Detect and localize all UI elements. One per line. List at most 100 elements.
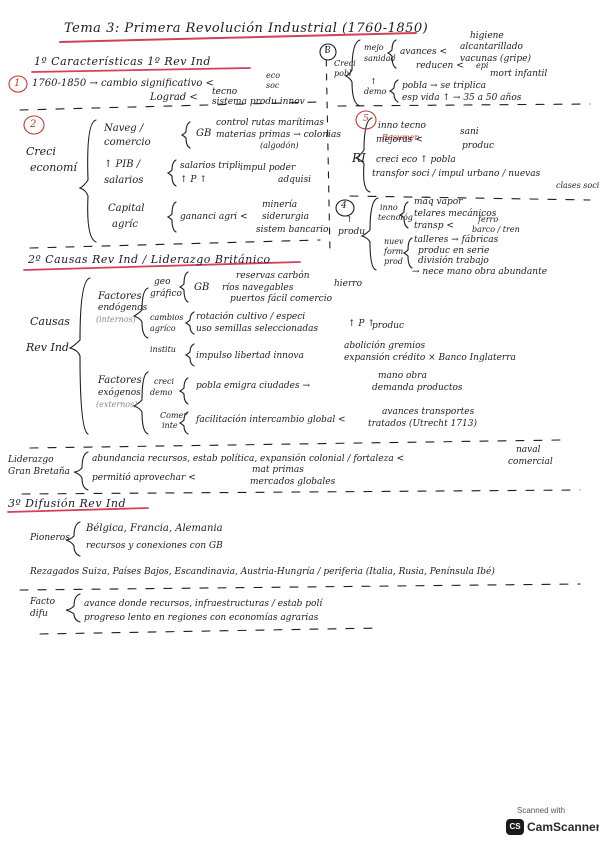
reducen-text: reducen < — [416, 61, 464, 71]
num-3: 3 — [325, 46, 331, 56]
ferro-text: ferro — [478, 215, 499, 224]
avances-transp-text: avances transportes — [382, 407, 475, 417]
lograd-text: Lograd < — [150, 92, 198, 103]
sanidad-text: sanidad — [364, 54, 396, 63]
num-5: 5 — [363, 114, 369, 124]
comercio-text: comercio — [104, 137, 151, 148]
demo-arrow: ↑ — [370, 77, 377, 86]
prod-text: prod — [384, 257, 403, 266]
tecnolog-text: tecnológ — [378, 213, 413, 222]
materias-text: materias primas → colonias — [216, 130, 342, 140]
camscanner-name: CamScanner — [527, 820, 599, 834]
demanda-text: demanda productos — [372, 383, 463, 393]
maq-vapor-text: máq vapor — [414, 197, 463, 207]
section1-heading: 1º Características 1º Rev Ind — [34, 55, 211, 68]
p-arrow-2: ↑ P ↑ — [348, 319, 375, 329]
creci-2a: creci — [154, 377, 175, 386]
liderazgo-2: Gran Bretaña — [8, 467, 70, 477]
naveg-text: Naveg / — [104, 123, 144, 134]
ganan-text: gananci agri < — [180, 212, 248, 222]
soc-text: soc — [266, 81, 280, 90]
expansion-text: expansión crédito × Banco Inglaterra — [344, 353, 516, 363]
abund-text: abundancia recursos, estab política, exp… — [92, 454, 405, 464]
scanned-with-text: Scanned with — [517, 806, 566, 815]
creci-2b: demo — [150, 388, 173, 397]
facto-1: Facto — [30, 597, 56, 607]
produ-text: produ — [338, 227, 366, 237]
num-1: 1 — [14, 78, 21, 89]
endogenos-2: endógenos — [98, 303, 148, 313]
transf-text: transfor soci / impul urbano / nuevas — [372, 169, 541, 179]
transp-text: transp < — [414, 221, 454, 231]
sist-text: sistema produ innov — [212, 97, 305, 107]
mano-obra-text: mano obra — [378, 371, 427, 381]
gb-text: GB — [196, 128, 212, 139]
grafico-text: gráfico — [150, 289, 182, 299]
salarios-label: salarios — [104, 175, 144, 186]
uso-text: uso semillas seleccionadas — [196, 324, 319, 334]
control-text: control rutas marítimas — [216, 118, 324, 128]
rios-text: ríos navegables — [222, 283, 294, 293]
num-2: 2 — [30, 119, 37, 130]
salarios-tripli: salarios tripli — [180, 161, 241, 171]
tratados-text: tratados (Utrecht 1713) — [368, 419, 477, 429]
vacunas-text: vacunas (gripe) — [460, 54, 531, 64]
produc-text: produc — [462, 141, 495, 151]
capital-text: Capital — [108, 203, 145, 214]
clases-text: clases soci — [556, 181, 599, 190]
puertos-text: puertos fácil comercio — [230, 294, 333, 304]
tecno-text: tecno — [212, 87, 238, 97]
talleres-text: talleres → fábricas — [414, 235, 499, 245]
bancario-text: sistem bancario — [256, 225, 329, 235]
eco-text: eco — [266, 71, 281, 80]
avance-text: avance donde recursos, infraestructuras … — [84, 599, 323, 609]
exogenos-3: (externos) — [96, 400, 138, 409]
camscanner-icon: CS — [506, 819, 524, 835]
comercial-text: comercial — [508, 457, 553, 467]
belgica-text: Bélgica, Francia, Alemania — [86, 523, 223, 534]
geo-text: geo — [154, 277, 171, 287]
form-text: form — [384, 247, 404, 256]
creci-pobl-2: pobl — [334, 69, 352, 78]
resumen-label: Resumen — [382, 133, 420, 142]
sani-text: sani — [460, 127, 479, 137]
creci-eco-text: creci eco ↑ pobla — [376, 155, 456, 165]
come-2: inte — [162, 421, 178, 430]
adquisi-text: adquisi — [278, 175, 312, 185]
produc-serie-text: produc en serie — [418, 246, 490, 256]
recursos-text: recursos y conexiones con GB — [86, 541, 223, 551]
pobla-tri-text: pobla → se triplica — [402, 81, 486, 91]
division-text: división trabajo — [418, 256, 489, 266]
pib-text: ↑ PIB / — [104, 159, 141, 170]
endogenos-1: Factores — [98, 291, 142, 302]
agric-text: agríc — [112, 219, 138, 230]
barco-text: barco / tren — [472, 225, 520, 234]
dates-text: 1760-1850 → cambio significativo < — [32, 78, 214, 89]
causas-text: Causas — [30, 315, 70, 328]
reservas-text: reservas carbón — [236, 271, 310, 281]
inno-text: inno — [380, 203, 398, 212]
siderurgia-text: siderurgia — [262, 212, 309, 222]
rotacion-text: rotación cultivo / especi — [196, 312, 306, 322]
gb2-text: GB — [194, 282, 210, 293]
inno-tecno-text: inno tecno — [378, 121, 426, 131]
section2-heading: 2º Causas Rev Ind / Liderazgo Británico — [28, 253, 271, 266]
hierro-text: hierro — [334, 279, 363, 289]
progreso-text: progreso lento en regiones con economías… — [84, 613, 319, 623]
liderazgo-1: Liderazgo — [8, 455, 54, 465]
avances-text: avances < — [400, 47, 447, 57]
mat-primas-text: mat primas — [252, 465, 304, 475]
mort-text: mort infantil — [490, 69, 548, 79]
abolicion-text: abolición gremios — [344, 341, 426, 351]
epi-text: epi — [476, 61, 489, 70]
telares-text: telares mecánicos — [414, 209, 497, 219]
nuev-text: nuev — [384, 237, 404, 246]
economia-text: economí — [30, 161, 77, 174]
pobla-emigra-text: pobla emigra ciudades → — [196, 381, 311, 391]
creci-text: Creci — [26, 145, 56, 158]
cambios-1: cambios — [150, 313, 184, 322]
produc-2-text: produc — [372, 321, 405, 331]
ri-label: RI — [352, 151, 366, 165]
algodon-text: (algodón) — [260, 141, 299, 150]
